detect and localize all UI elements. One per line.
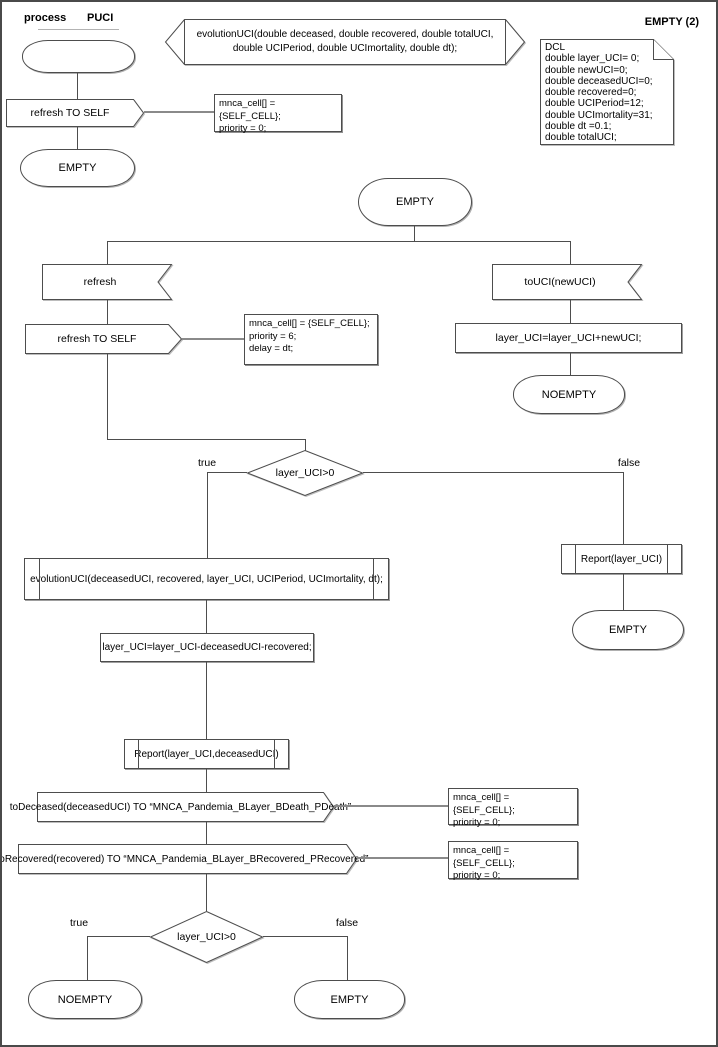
process-name-label: PUCI <box>87 12 114 24</box>
connector-line <box>87 936 88 980</box>
connector-line <box>107 354 108 440</box>
decision-true-label: true <box>69 917 89 929</box>
comment-connector <box>334 805 448 807</box>
comment-box: mnca_cell[] = {SELF_CELL}; priority = 0; <box>448 788 578 828</box>
state-noempty-right: NOEMPTY <box>513 375 625 414</box>
connector-line <box>263 936 348 937</box>
connector-line <box>107 241 571 242</box>
header-underline <box>38 29 119 30</box>
connector-line <box>206 662 207 739</box>
state-empty-main: EMPTY <box>358 178 472 226</box>
comment-connector <box>357 857 448 859</box>
connector-line <box>414 226 415 242</box>
connector-line <box>570 300 571 323</box>
connector-line <box>207 472 247 473</box>
state-empty-bottom: EMPTY <box>294 980 405 1019</box>
state-noempty-bottom: NOEMPTY <box>28 980 142 1019</box>
page-label: EMPTY (2) <box>644 16 699 28</box>
start-state-symbol <box>22 40 135 73</box>
procedure-signature-shape <box>164 19 526 65</box>
process-kind-label: process <box>24 12 67 24</box>
comment-box: mnca_cell[] = {SELF_CELL}; priority = 0; <box>214 94 342 134</box>
connector-line <box>206 874 207 911</box>
connector-line <box>623 472 624 544</box>
connector-line <box>107 300 108 324</box>
comment-connector <box>182 338 244 340</box>
connector-line <box>77 127 78 149</box>
procedure-report-layeruci: Report(layer_UCI) <box>561 544 682 574</box>
connector-line <box>206 822 207 844</box>
connector-line <box>87 936 150 937</box>
output-signal-shape <box>25 324 183 354</box>
procedure-report-deceased: Report(layer_UCI,deceasedUCI) <box>124 739 289 769</box>
task-add-newuci: layer_UCI=layer_UCI+newUCI; <box>455 323 682 353</box>
connector-line <box>570 241 571 264</box>
output-signal-shape <box>18 844 358 874</box>
decision-false-label: false <box>335 917 359 929</box>
comment-box: mnca_cell[] = {SELF_CELL}; priority = 6;… <box>244 314 378 365</box>
decision-true-label: true <box>197 457 217 469</box>
task-subtract: layer_UCI=layer_UCI-deceasedUCI-recovere… <box>100 633 314 662</box>
state-empty-top: EMPTY <box>20 149 135 187</box>
decision-diamond-shape <box>149 910 264 964</box>
output-signal-shape <box>6 99 145 127</box>
connector-line <box>107 439 306 440</box>
connector-line <box>206 600 207 633</box>
procedure-evolutionuci-call: evolutionUCI(deceasedUCI, recovered, lay… <box>24 558 389 600</box>
dcl-note-shape <box>540 39 674 145</box>
connector-line <box>363 472 624 473</box>
connector-line <box>347 936 348 980</box>
connector-line <box>206 769 207 792</box>
connector-line <box>570 353 571 375</box>
input-signal-shape <box>492 264 643 300</box>
connector-line <box>305 439 306 451</box>
decision-diamond-shape <box>246 449 364 497</box>
state-empty-right: EMPTY <box>572 610 684 650</box>
connector-line <box>623 574 624 610</box>
input-signal-shape <box>42 264 173 300</box>
comment-box: mnca_cell[] = {SELF_CELL}; priority = 0; <box>448 841 578 881</box>
connector-line <box>107 241 108 264</box>
decision-false-label: false <box>617 457 641 469</box>
comment-connector <box>144 111 214 113</box>
output-signal-shape <box>37 792 335 822</box>
connector-line <box>207 472 208 558</box>
connector-line <box>77 73 78 99</box>
